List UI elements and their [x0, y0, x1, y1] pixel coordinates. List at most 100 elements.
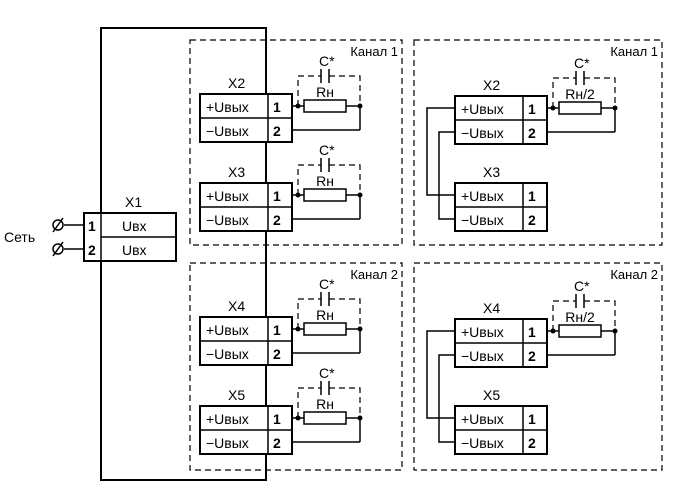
load-circuit: Rн C* [292, 276, 363, 354]
connector-label: X5 [228, 387, 245, 403]
pin-name: +Uвых [461, 324, 504, 340]
pin-name: −Uвых [206, 346, 249, 362]
panel-border [189, 39, 403, 246]
terminal-icon [52, 241, 64, 257]
load-circuit: Rн/2 C* [547, 278, 618, 356]
parallel-wiring [426, 330, 455, 443]
network-label: Сеть [4, 229, 35, 245]
pin-number: 1 [273, 411, 281, 427]
connector-x4: X4 +Uвых −Uвых 1 2 [199, 298, 293, 366]
capacitor-wire [329, 75, 361, 106]
connector-label: X4 [483, 300, 500, 316]
pin-name: +Uвых [206, 188, 249, 204]
capacitor-wire [329, 164, 361, 195]
panel-border [413, 39, 663, 246]
pin-name: Uвх [122, 218, 147, 234]
connector-x2: X2 +Uвых −Uвых 1 2 [454, 77, 548, 145]
pin-number: 2 [528, 435, 536, 451]
channel-panel: Канал 2X4+Uвых−Uвых12Rн/2C*X5+Uвых−Uвых1… [413, 262, 663, 471]
capacitor-wire [584, 300, 616, 331]
parallel-wiring [426, 107, 455, 220]
pin-number: 2 [88, 242, 96, 258]
channel-panel: Канал 1X2+Uвых−Uвых12RнC*X3+Uвых−Uвых12R… [189, 39, 403, 246]
pin-number: 2 [273, 123, 281, 139]
channel-label: Канал 2 [350, 267, 398, 282]
capacitor-label: C* [574, 278, 590, 294]
pin-name: −Uвых [206, 123, 249, 139]
capacitor-wire [297, 164, 321, 195]
channel-label: Канал 1 [610, 44, 658, 59]
load-label: Rн [316, 307, 334, 323]
connector-x5: X5 +Uвых −Uвых 1 2 [454, 387, 548, 455]
connector-label: X4 [228, 298, 245, 314]
load-label: Rн/2 [565, 86, 595, 102]
pin-number: 1 [528, 101, 536, 117]
connector-x2: X2 +Uвых −Uвых 1 2 [199, 75, 293, 143]
connector-label: X3 [228, 164, 245, 180]
pin-name: −Uвых [206, 212, 249, 228]
load-circuit: Rн C* [292, 365, 363, 443]
parallel-wire-plus [426, 107, 455, 196]
resistor-icon [303, 411, 347, 425]
pin-number: 2 [273, 346, 281, 362]
pin-name: Uвх [122, 242, 147, 258]
pin-name: +Uвых [461, 188, 504, 204]
capacitor-label: C* [319, 142, 335, 158]
pin-name: +Uвых [461, 411, 504, 427]
pin-name: +Uвых [206, 99, 249, 115]
parallel-wire-minus [438, 354, 455, 443]
pin-number: 2 [528, 348, 536, 364]
pin-name: −Uвых [461, 212, 504, 228]
connector-x1: X1 1 2 Uвх Uвх Сеть [4, 194, 177, 262]
terminal-icon [52, 217, 64, 233]
pin-number: 2 [528, 125, 536, 141]
parallel-wire-minus [438, 131, 455, 220]
panel-border [413, 262, 663, 471]
channel-label: Канал 1 [350, 44, 398, 59]
pin-number: 1 [273, 322, 281, 338]
capacitor-wire [297, 298, 321, 329]
capacitor-wire [584, 77, 616, 108]
pin-name: +Uвых [206, 322, 249, 338]
capacitor-wire [329, 387, 361, 418]
capacitor-label: C* [319, 276, 335, 292]
pin-number: 1 [88, 218, 96, 234]
pin-name: +Uвых [206, 411, 249, 427]
pin-name: −Uвых [461, 125, 504, 141]
connector-label: X5 [483, 387, 500, 403]
capacitor-label: C* [574, 55, 590, 71]
capacitor-wire [329, 298, 361, 329]
pin-number: 1 [528, 324, 536, 340]
load-label: Rн [316, 396, 334, 412]
capacitor-wire [297, 75, 321, 106]
pin-name: +Uвых [461, 101, 504, 117]
panel-border [189, 262, 403, 471]
pin-name: −Uвых [206, 435, 249, 451]
channel-panel: Канал 2X4+Uвых−Uвых12RнC*X5+Uвых−Uвых12R… [189, 262, 403, 471]
terminal-icon [52, 243, 64, 255]
resistor-icon [303, 188, 347, 202]
pin-number: 1 [528, 188, 536, 204]
pin-number: 2 [528, 212, 536, 228]
load-label: Rн/2 [565, 309, 595, 325]
resistor-icon [303, 322, 347, 336]
load-label: Rн [316, 84, 334, 100]
connector-label: X2 [483, 77, 500, 93]
capacitor-wire [297, 387, 321, 418]
pin-number: 2 [273, 212, 281, 228]
pin-number: 1 [273, 99, 281, 115]
resistor-icon [303, 99, 347, 113]
connector-label: X2 [228, 75, 245, 91]
channel-panels: Канал 1X2+Uвых−Uвых12RнC*X3+Uвых−Uвых12R… [189, 39, 663, 471]
capacitor-label: C* [319, 53, 335, 69]
capacitor-label: C* [319, 365, 335, 381]
pin-name: −Uвых [461, 435, 504, 451]
resistor-icon [558, 324, 602, 338]
pin-number: 1 [528, 411, 536, 427]
load-circuit: Rн C* [292, 53, 363, 131]
terminal-icon [52, 219, 64, 231]
pin-name: −Uвых [461, 348, 504, 364]
connector-label: X3 [483, 164, 500, 180]
